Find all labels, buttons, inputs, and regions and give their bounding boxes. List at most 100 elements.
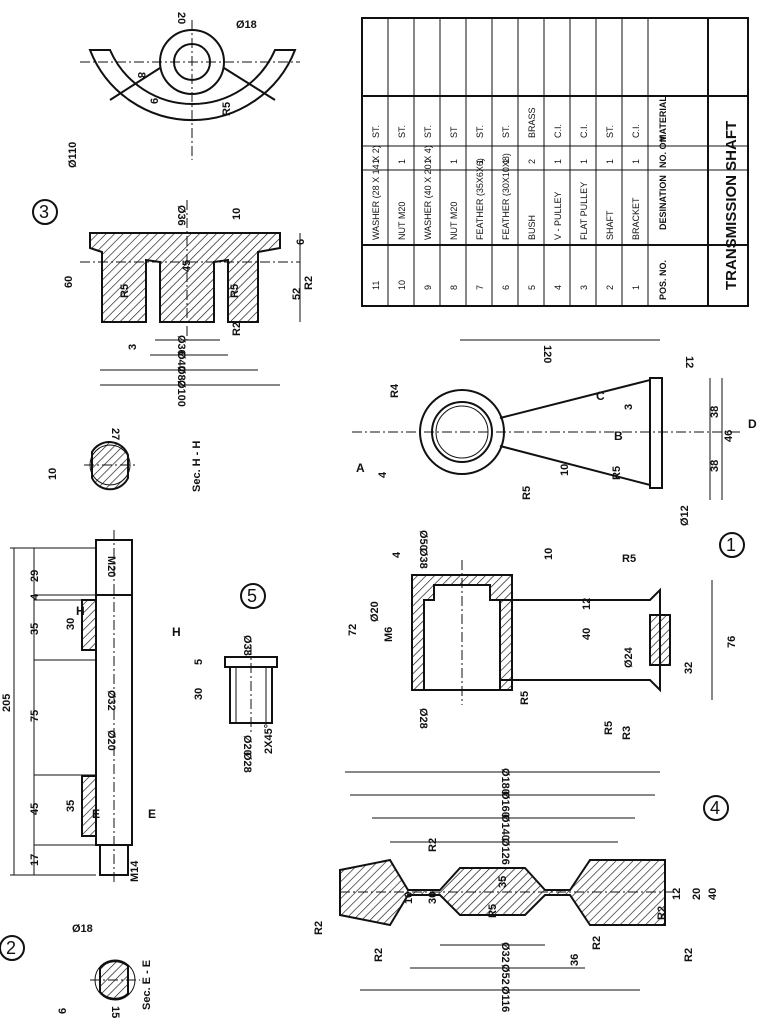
- dimension-label: Ø116: [499, 986, 511, 1012]
- dimension-label: Ø140: [499, 814, 511, 841]
- dimension-label: 76: [726, 636, 738, 648]
- table-cell-qty: 1: [449, 159, 459, 164]
- dimension-label: 6: [57, 1008, 69, 1014]
- dimension-label: R2: [683, 948, 695, 962]
- dimension-label: 4: [29, 593, 41, 600]
- flat-pulley-section: [80, 200, 301, 386]
- table-cell-designation: NUT M20: [397, 202, 407, 240]
- dimension-label: 2X45°: [263, 724, 275, 754]
- shaft-view: [10, 441, 140, 1001]
- dimension-label: 12: [671, 888, 683, 900]
- dimension-label: 75: [29, 710, 41, 722]
- dimension-label: R3: [621, 726, 633, 740]
- table-cell-pos: 7: [475, 285, 485, 290]
- dimension-label: 3: [623, 404, 635, 410]
- dimension-label: Ø126: [499, 838, 511, 865]
- table-cell-qty: 1: [605, 159, 615, 164]
- table-cell-designation: V - PULLEY: [553, 191, 563, 240]
- table-header-pos: POS. NO.: [658, 260, 668, 300]
- dimension-label: R2: [373, 948, 385, 962]
- table-header-designation: DESINATION: [658, 175, 668, 230]
- dimension-label: 205: [1, 694, 13, 712]
- dimension-label: Ø110: [67, 142, 79, 168]
- table-cell-designation: BRACKET: [631, 197, 641, 240]
- dimension-label: R5: [487, 904, 499, 918]
- dimension-label: M6: [383, 627, 395, 642]
- dimension-label: R5: [229, 284, 241, 298]
- dimension-label: Ø32: [105, 690, 117, 711]
- dimension-label: 3: [127, 344, 139, 350]
- table-cell-pos: 6: [501, 285, 511, 290]
- dimension-label: 29: [29, 570, 41, 582]
- dimension-label: 120: [541, 345, 553, 363]
- table-cell-pos: 10: [397, 280, 407, 290]
- dimension-label: R4: [389, 383, 401, 398]
- table-cell-qty: 1: [631, 159, 641, 164]
- dimension-label: R2: [303, 276, 315, 290]
- dimension-label: D: [748, 417, 757, 431]
- dimension-label: Ø20: [105, 730, 117, 751]
- dimension-label: M20: [105, 556, 117, 577]
- bracket-front-view: [352, 339, 740, 500]
- dimension-label: R2: [313, 921, 325, 935]
- dimension-label: Ø12: [679, 505, 691, 526]
- dimension-label: E: [148, 807, 156, 821]
- dimension-label: 52: [291, 288, 303, 300]
- dimension-label: 10: [559, 464, 571, 476]
- dimension-label: 10: [403, 892, 415, 904]
- svg-text:2: 2: [6, 938, 16, 958]
- v-pulley-section: [339, 771, 680, 991]
- table-cell-material: ST.: [475, 125, 485, 138]
- dimension-label: R2: [656, 906, 668, 920]
- dimension-label: 40: [707, 888, 719, 900]
- table-cell-material: ST.: [605, 125, 615, 138]
- view-number-2: 2: [0, 935, 25, 961]
- table-cell-material: ST: [449, 126, 459, 138]
- dimension-label: 46: [723, 430, 735, 442]
- dimension-label: Ø82: [175, 366, 187, 387]
- table-cell-material: ST.: [501, 125, 511, 138]
- dimension-label: Ø36: [175, 205, 187, 226]
- table-cell-material: C.I.: [579, 124, 589, 138]
- table-cell-material: C.I.: [553, 124, 563, 138]
- dimension-label: H: [76, 604, 85, 618]
- table-cell-pos: 9: [423, 285, 433, 290]
- table-cell-designation: FEATHER (30X10X8): [501, 153, 511, 240]
- dimension-label: 45: [29, 803, 41, 815]
- dimension-label: 20: [175, 12, 187, 24]
- dimension-label: 30: [427, 892, 439, 904]
- dimension-label: Sec. E - E: [141, 960, 153, 1010]
- dimension-label: Ø38: [417, 548, 429, 569]
- view-number-1: 1: [719, 532, 745, 558]
- dimension-label: Ø100: [175, 380, 187, 407]
- bracket-end-view: [80, 20, 300, 160]
- dimension-label: E: [92, 807, 100, 821]
- dimension-label: 15: [109, 1006, 121, 1018]
- dimension-label: A: [356, 461, 365, 475]
- view-number-5: 5: [240, 583, 266, 609]
- dimension-label: 4: [391, 551, 403, 558]
- dimension-label: 72: [347, 624, 359, 636]
- bracket-side-section: [411, 560, 713, 705]
- bush-view: [224, 645, 278, 735]
- dimension-label: Ø24: [623, 646, 635, 668]
- svg-text:5: 5: [247, 586, 257, 606]
- dimension-label: 10: [543, 548, 555, 560]
- dimension-label: 27: [109, 428, 121, 440]
- dimension-label: Ø50: [417, 530, 429, 551]
- dimension-label: R2: [427, 838, 439, 852]
- dimension-label: H: [172, 625, 181, 639]
- dimension-label: 38: [709, 406, 721, 418]
- dimension-label: C: [596, 389, 605, 403]
- table-cell-designation: FEATHER (35X6X6): [475, 158, 485, 240]
- dimension-label: 38: [709, 460, 721, 472]
- dimension-label: 6: [149, 98, 161, 104]
- dimension-label: 12: [581, 598, 593, 610]
- table-cell-pos: 2: [605, 285, 615, 290]
- dimension-label: Ø40: [175, 351, 187, 372]
- dimension-label: 35: [497, 876, 509, 888]
- dimension-label: 6: [295, 239, 307, 245]
- dimension-label: Ø18: [72, 923, 93, 935]
- dimension-label: R2: [231, 322, 243, 336]
